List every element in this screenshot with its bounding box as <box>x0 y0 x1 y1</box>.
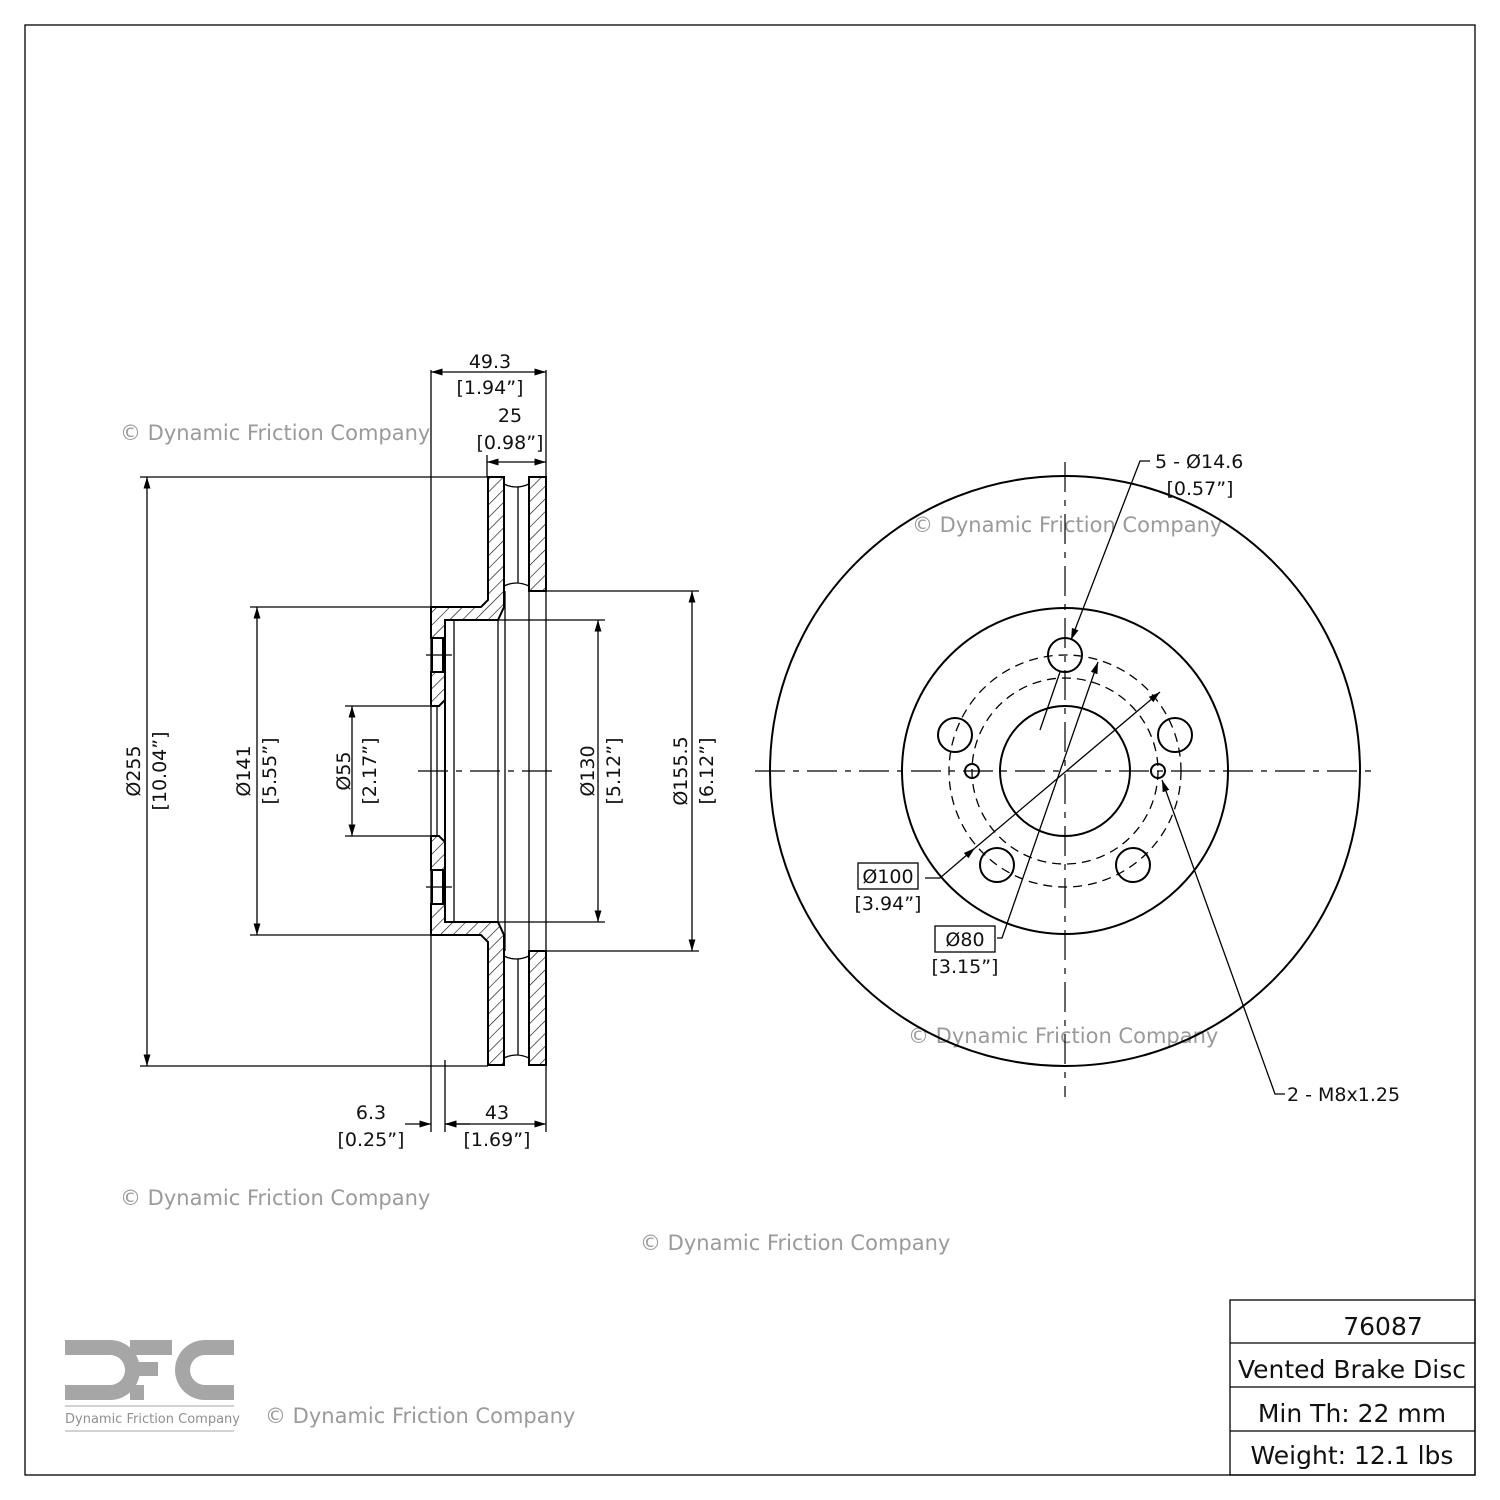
watermark-text: © Dynamic Friction Company <box>640 1231 950 1255</box>
dim-inner-rotor: Ø155.5 <box>670 736 692 805</box>
dim-bolt-holes: 5 - Ø14.6 <box>1155 451 1243 473</box>
dim-overall-height: 49.3 <box>469 351 511 373</box>
watermark-text: © Dynamic Friction Company <box>912 513 1222 537</box>
dim-bolt-holes-in: [0.57”] <box>1167 478 1234 500</box>
dim-threads: 2 - M8x1.25 <box>1287 1084 1400 1106</box>
watermark-text: © Dynamic Friction Company <box>120 1186 430 1210</box>
part-weight: Weight: 12.1 lbs <box>1251 1441 1454 1470</box>
front-view: 5 - Ø14.6 [0.57”] Ø100 [3.94”] Ø80 [3.15… <box>755 451 1400 1106</box>
part-description: Vented Brake Disc <box>1238 1355 1466 1384</box>
watermark-text: © Dynamic Friction Company <box>120 421 430 445</box>
dim-thread-circle: Ø80 <box>945 929 984 951</box>
logo-tagline: Dynamic Friction Company <box>65 1412 240 1427</box>
dim-outer-diameter-in: [10.04”] <box>149 731 171 810</box>
watermarks: © Dynamic Friction Company © Dynamic Fri… <box>120 421 1222 1255</box>
dim-inner-rotor-in: [6.12”] <box>696 738 718 805</box>
dim-rotor-width: 25 <box>498 405 522 427</box>
dim-inner-hat: Ø130 <box>577 745 599 796</box>
dim-center-bore: Ø55 <box>333 751 355 790</box>
cross-section-view <box>140 368 699 1132</box>
dim-inner-hat-in: [5.12”] <box>603 738 625 805</box>
dim-hat-diameter: Ø141 <box>233 745 255 796</box>
watermark-text: © Dynamic Friction Company <box>908 1024 1218 1048</box>
dfc-logo: Dynamic Friction Company <box>65 1340 240 1432</box>
dim-rotor-width-in: [0.98”] <box>477 432 544 454</box>
dim-hat-depth: 43 <box>485 1102 509 1124</box>
copyright-text: © Dynamic Friction Company <box>265 1404 575 1428</box>
dim-bolt-circle: Ø100 <box>862 866 913 888</box>
dim-hat-diameter-in: [5.55”] <box>259 738 281 805</box>
part-number: 76087 <box>1343 1312 1423 1341</box>
dim-bolt-circle-in: [3.94”] <box>855 893 922 915</box>
dim-outer-diameter: Ø255 <box>123 745 145 796</box>
min-thickness: Min Th: 22 mm <box>1258 1399 1446 1428</box>
dim-hat-thickness: 6.3 <box>356 1102 386 1124</box>
dim-center-bore-in: [2.17”] <box>359 738 381 805</box>
dim-hat-depth-in: [1.69”] <box>464 1129 531 1151</box>
title-block: 76087 Vented Brake Disc Min Th: 22 mm We… <box>1229 1299 1476 1476</box>
dim-thread-circle-in: [3.15”] <box>932 956 999 978</box>
dim-hat-thickness-in: [0.25”] <box>338 1129 405 1151</box>
section-dimensions: 49.3 [1.94”] 25 [0.98”] 6.3 [0.25”] 43 [… <box>123 351 718 1151</box>
drawing-border <box>24 24 1476 1476</box>
dim-overall-height-in: [1.94”] <box>457 377 524 399</box>
